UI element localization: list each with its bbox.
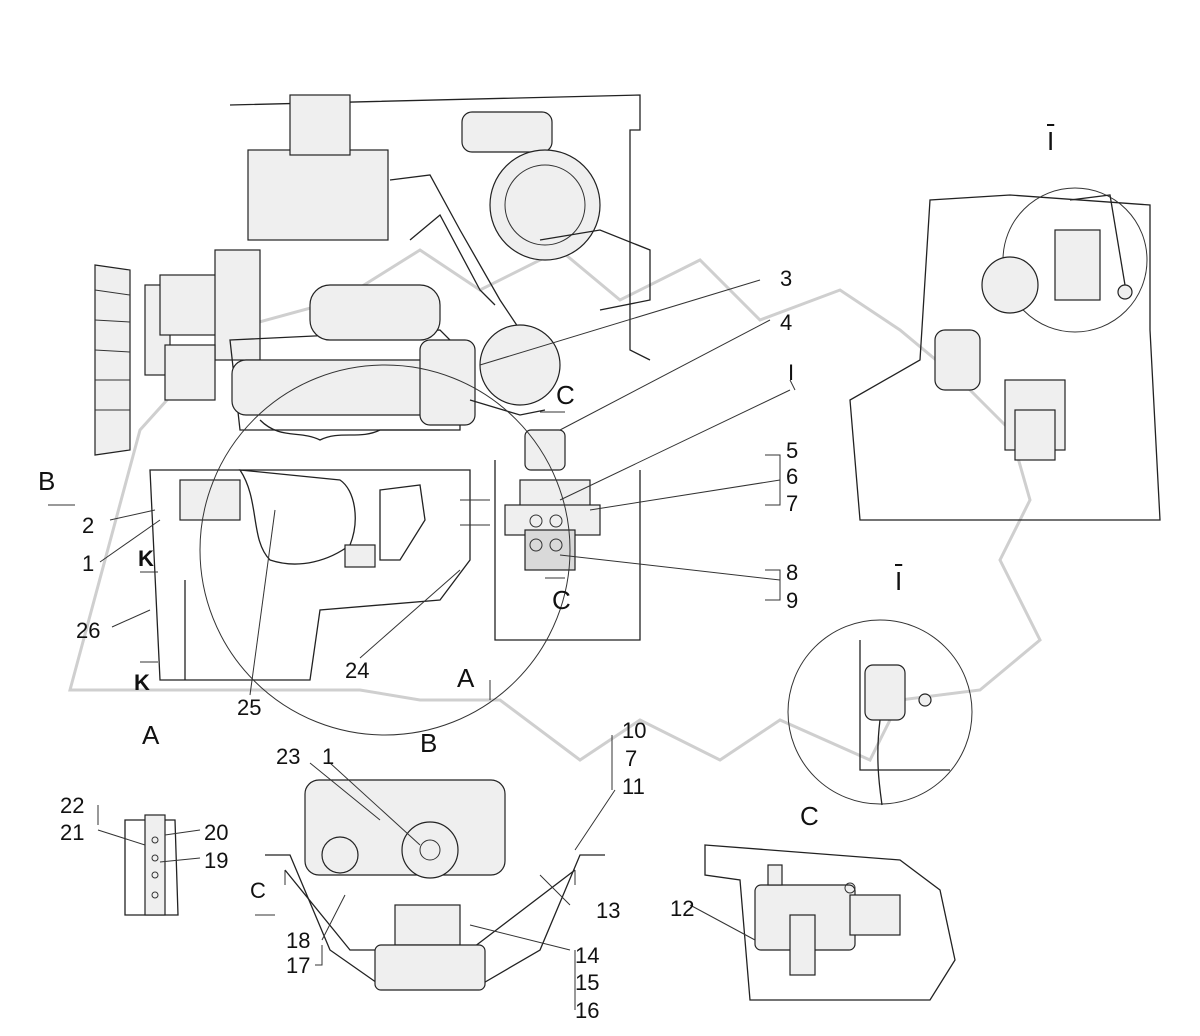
filter-block: [460, 460, 641, 641]
view-A-detail: [124, 814, 179, 916]
callout-24: 24: [345, 658, 370, 683]
callout-10: 10: [622, 718, 647, 743]
callout-25: 25: [237, 695, 262, 720]
leader-lines: [97, 279, 796, 1010]
callout-I: I: [788, 360, 795, 385]
callout-19: 19: [204, 848, 229, 873]
callout-5: 5: [786, 438, 799, 463]
watermark-gear: [68, 248, 1042, 762]
engine-block: [149, 284, 476, 681]
callout-7b: 7: [625, 746, 638, 771]
callout-1: 1: [82, 551, 95, 576]
view-marker-C-b: C: [250, 878, 266, 903]
view-marker-K-top: K: [138, 546, 154, 571]
callout-21: 21: [60, 820, 85, 845]
callout-20: 20: [204, 820, 229, 845]
callout-12: 12: [670, 896, 695, 921]
view-marker-B: B: [38, 466, 56, 496]
callout-9: 9: [786, 588, 799, 613]
view-title-C: C: [800, 801, 819, 831]
fan-assembly: [94, 249, 261, 456]
callout-13: 13: [596, 898, 621, 923]
callout-22: 22: [60, 793, 85, 818]
detail-I-top: [849, 187, 1161, 521]
callout-2: 2: [82, 513, 95, 538]
view-title-I-bottom: I: [895, 566, 903, 596]
callout-23: 23: [276, 744, 301, 769]
callout-3: 3: [780, 266, 793, 291]
detail-I-bottom: [787, 619, 973, 806]
callout-14: 14: [575, 943, 600, 968]
view-title-I-top: I: [1047, 126, 1055, 156]
view-marker-A: A: [457, 663, 475, 693]
view-marker-K-bottom: K: [134, 670, 150, 695]
callout-4: 4: [780, 310, 793, 335]
view-title-A: A: [142, 720, 160, 750]
view-C-starter: [704, 844, 956, 1001]
callout-11: 11: [622, 774, 645, 799]
turbocharger: [469, 324, 566, 471]
view-title-B: B: [420, 728, 438, 758]
callout-1b: 1: [322, 744, 335, 769]
callout-17: 17: [286, 953, 311, 978]
callout-18: 18: [286, 928, 311, 953]
view-marker-C-mid: C: [552, 585, 571, 615]
exhaust-silencer: [229, 94, 651, 361]
callout-26: 26: [76, 618, 101, 643]
detail-circle-B: [199, 364, 571, 736]
view-B-detail: [265, 779, 605, 991]
section-arrows: [48, 411, 565, 916]
callout-6: 6: [786, 464, 799, 489]
callout-15: 15: [575, 970, 600, 995]
callout-7: 7: [786, 491, 799, 516]
callout-8: 8: [786, 560, 799, 585]
callout-16: 16: [575, 998, 600, 1023]
view-marker-C-top: C: [556, 380, 575, 410]
